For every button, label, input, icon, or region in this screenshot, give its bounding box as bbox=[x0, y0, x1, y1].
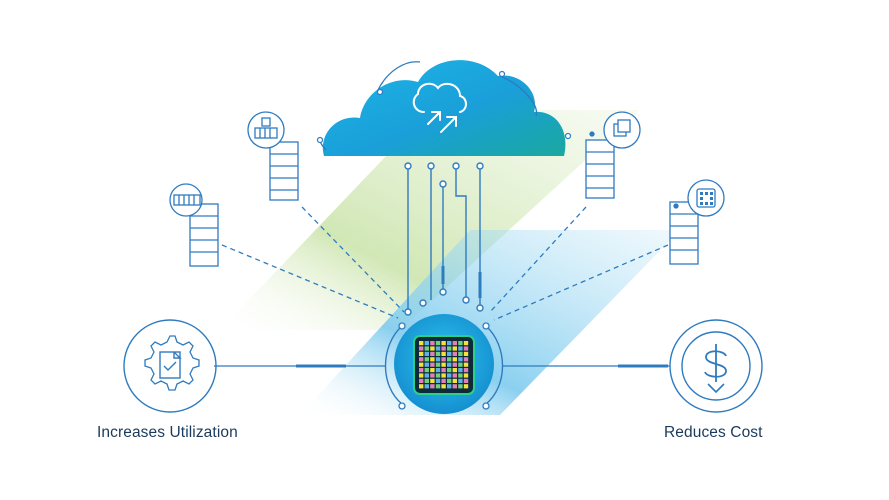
chip-cell bbox=[452, 362, 457, 367]
chip-cell bbox=[463, 357, 469, 362]
chip-cell bbox=[447, 357, 452, 362]
chip-cell bbox=[441, 357, 446, 362]
cost-badge bbox=[669, 319, 763, 413]
chip-cell bbox=[458, 346, 463, 351]
connector-bars bbox=[441, 266, 482, 298]
chip-cell bbox=[441, 384, 446, 389]
chip-cell bbox=[452, 351, 457, 356]
chip-cell bbox=[458, 373, 463, 378]
server-left-outer bbox=[169, 183, 219, 267]
chip-cell bbox=[463, 373, 469, 378]
chip-cell bbox=[447, 384, 452, 389]
chip-cell bbox=[463, 341, 469, 346]
chip-cell bbox=[424, 378, 429, 383]
chip-cell bbox=[430, 368, 435, 373]
chip-cell bbox=[452, 378, 457, 383]
chip-cell bbox=[435, 373, 441, 378]
chip-cell bbox=[435, 378, 441, 383]
chip-cell bbox=[458, 368, 463, 373]
chip-cell bbox=[419, 378, 424, 383]
chip-cell bbox=[419, 362, 424, 367]
chip-cell bbox=[463, 362, 469, 367]
cloud-icon bbox=[316, 60, 572, 156]
chip-cell bbox=[424, 351, 429, 356]
chip-cell bbox=[419, 384, 424, 389]
chip-cell bbox=[458, 362, 463, 367]
chip-cell bbox=[430, 351, 435, 356]
chip-cell bbox=[424, 346, 429, 351]
chip-cell bbox=[424, 373, 429, 378]
chip-cell bbox=[441, 346, 446, 351]
chip-cell bbox=[419, 357, 424, 362]
chip-cell bbox=[447, 346, 452, 351]
chip-cell bbox=[430, 362, 435, 367]
chip-cell bbox=[424, 368, 429, 373]
chip-cell bbox=[435, 384, 441, 389]
chip-cell bbox=[463, 351, 469, 356]
chip-cell bbox=[452, 346, 457, 351]
server-right-outer bbox=[669, 179, 725, 265]
chip-cell bbox=[452, 368, 457, 373]
chip-cell bbox=[424, 384, 429, 389]
chip-cell bbox=[424, 357, 429, 362]
chip-cell bbox=[447, 341, 452, 346]
increases-utilization-label: Increases Utilization bbox=[97, 424, 238, 441]
chip-cell bbox=[441, 351, 446, 356]
chip-cell bbox=[447, 373, 452, 378]
chip-cell bbox=[435, 362, 441, 367]
chip-cell bbox=[424, 341, 429, 346]
chip-cell bbox=[441, 362, 446, 367]
chip-cell bbox=[435, 346, 441, 351]
chip-cell bbox=[441, 368, 446, 373]
chip-cell bbox=[458, 341, 463, 346]
chip-cell bbox=[458, 357, 463, 362]
chip-cell bbox=[447, 351, 452, 356]
chip-cell bbox=[452, 384, 457, 389]
chip-cell bbox=[419, 341, 424, 346]
chip-cell bbox=[424, 362, 429, 367]
chip-cell bbox=[463, 368, 469, 373]
utilization-badge bbox=[123, 319, 217, 413]
chip-cell bbox=[447, 378, 452, 383]
chip-cell bbox=[452, 341, 457, 346]
chip-cell bbox=[430, 357, 435, 362]
chip-cell bbox=[441, 378, 446, 383]
chip-cell bbox=[435, 368, 441, 373]
chip-cell bbox=[430, 341, 435, 346]
connector-nodes bbox=[404, 162, 484, 316]
chip-cell bbox=[430, 378, 435, 383]
chip-cell bbox=[458, 351, 463, 356]
chip-cell bbox=[452, 373, 457, 378]
chip-cell bbox=[430, 384, 435, 389]
chip-cell bbox=[452, 357, 457, 362]
server-right-inner bbox=[585, 111, 641, 199]
chip-cell bbox=[441, 373, 446, 378]
reduces-cost-label: Reduces Cost bbox=[664, 424, 763, 441]
chip-cell bbox=[463, 384, 469, 389]
chip-cell bbox=[419, 351, 424, 356]
chip-cell bbox=[430, 346, 435, 351]
server-left-inner bbox=[247, 111, 299, 201]
chip-cell bbox=[435, 357, 441, 362]
gear-document-icon bbox=[144, 335, 200, 391]
chip-cell bbox=[419, 346, 424, 351]
gpu-chip-icon bbox=[413, 335, 475, 395]
chip-cell bbox=[441, 341, 446, 346]
chip-cell bbox=[435, 351, 441, 356]
chip-cell bbox=[458, 384, 463, 389]
chip-cell bbox=[430, 373, 435, 378]
dollar-down-icon bbox=[704, 344, 727, 394]
cloud-sync-icon bbox=[412, 82, 467, 133]
chip-cell bbox=[435, 341, 441, 346]
chip-cell bbox=[419, 368, 424, 373]
dashed-connectors bbox=[221, 206, 669, 321]
green-band bbox=[220, 110, 640, 330]
chip-cell bbox=[447, 368, 452, 373]
chip-cell bbox=[463, 378, 469, 383]
chip-cell bbox=[463, 346, 469, 351]
chip-cell bbox=[447, 362, 452, 367]
chip-cell bbox=[458, 378, 463, 383]
chip-cell bbox=[419, 373, 424, 378]
